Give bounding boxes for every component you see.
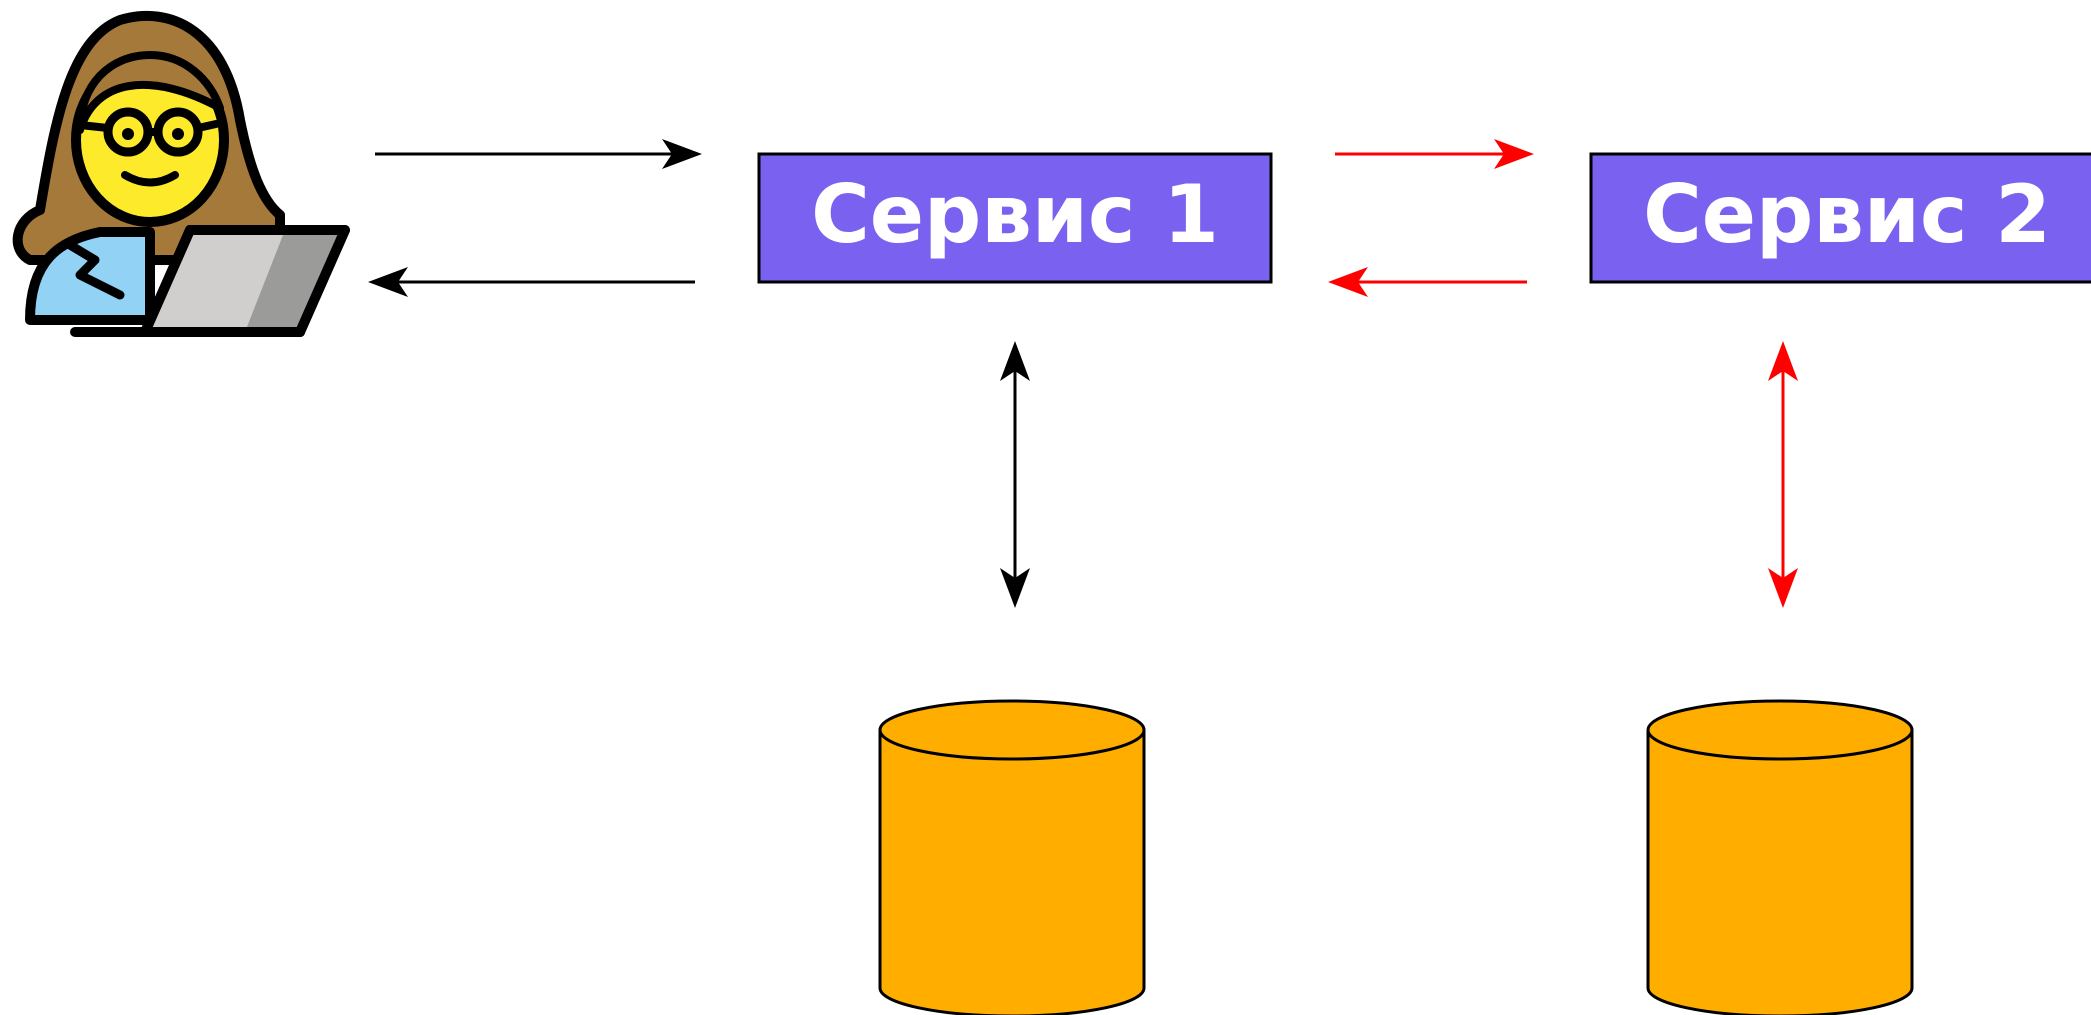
service-2-label: Сервис 2 <box>1643 168 2051 261</box>
service-1-label: Сервис 1 <box>811 168 1219 261</box>
database-2-icon <box>1646 699 1914 1015</box>
service-1-box: Сервис 1 <box>757 152 1273 284</box>
database-1-icon <box>878 699 1146 1015</box>
service-2-box: Сервис 2 <box>1589 152 2091 284</box>
technologist-woman-laptop-icon <box>12 11 350 337</box>
